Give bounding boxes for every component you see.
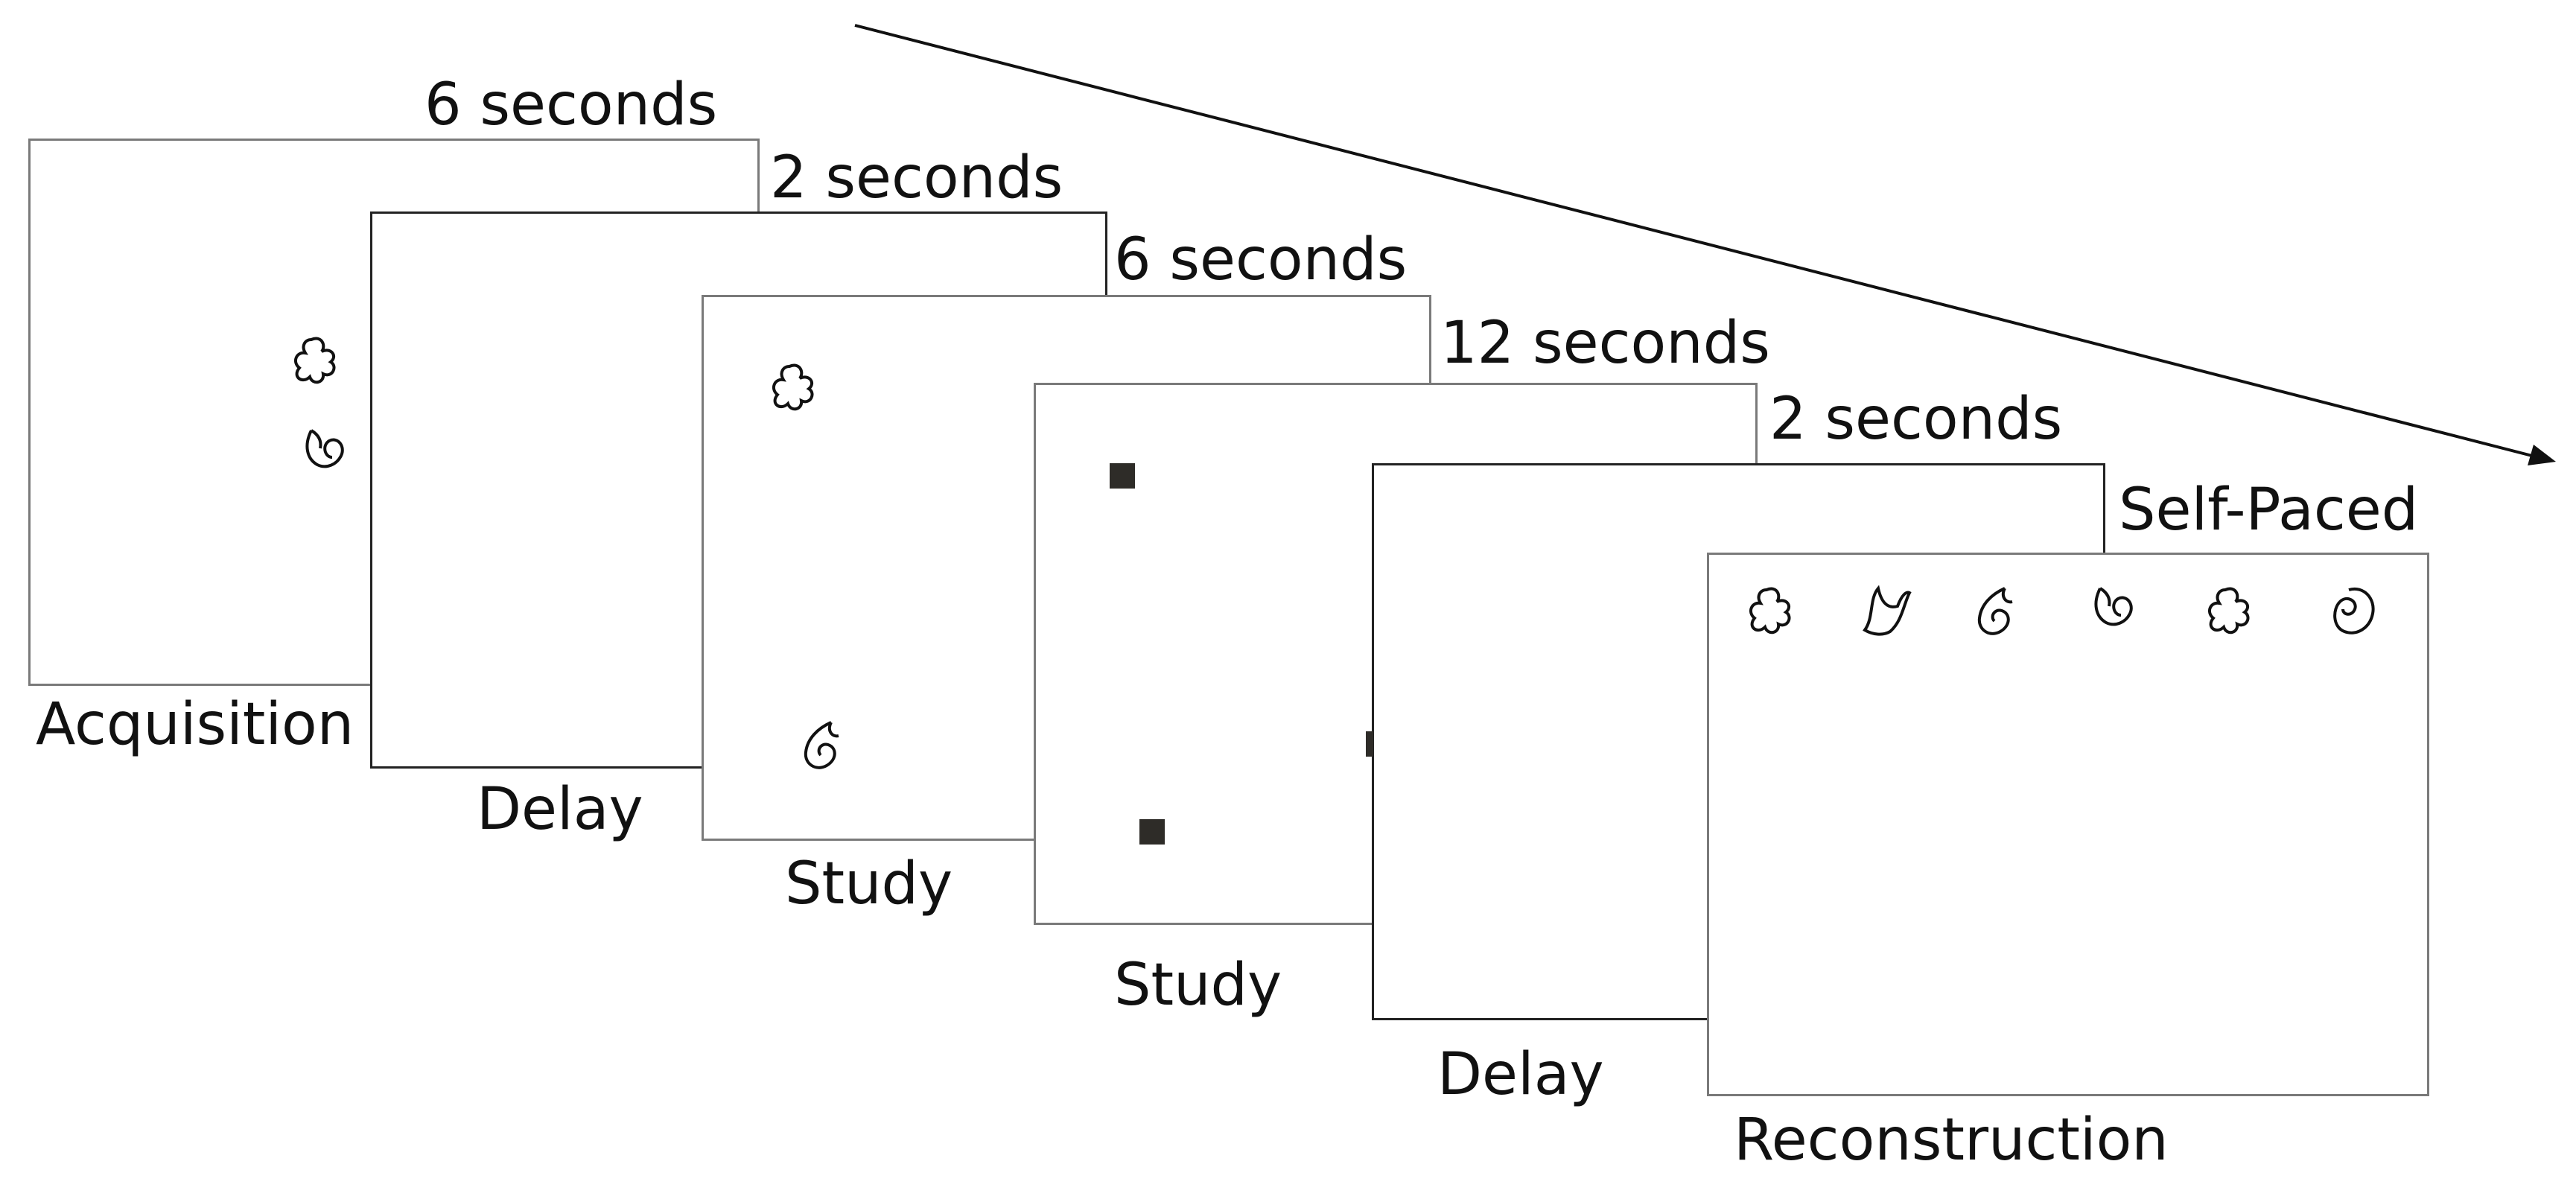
square-marker (1110, 463, 1135, 489)
duration-label-5: 2 seconds (1769, 386, 2063, 453)
phase-label-1: Acquisition (36, 691, 354, 758)
stimulus-blob-shape (293, 337, 336, 384)
phase-label-6: Reconstruction (1734, 1107, 2169, 1174)
time-arrow-line (854, 24, 2533, 457)
time-arrow-head (2528, 445, 2556, 465)
stimulus-blob-shape (772, 363, 814, 411)
duration-label-3: 6 seconds (1114, 226, 1408, 293)
stimulus-bird-shape (1863, 587, 1911, 636)
duration-label-4: 12 seconds (1440, 310, 1770, 377)
duration-label-1: 6 seconds (424, 71, 718, 139)
stimulus-blob-shape (2207, 587, 2250, 635)
phase-label-5: Delay (1437, 1041, 1604, 1108)
stimulus-curl-shape (804, 721, 840, 769)
stimulus-blob-shape (1749, 587, 1791, 635)
stimulus-hook-shape (2094, 587, 2133, 626)
square-marker (1139, 819, 1165, 845)
phase-label-4: Study (1114, 952, 1282, 1019)
duration-label-6: Self-Paced (2119, 477, 2419, 544)
stimulus-curl-shape (305, 429, 344, 468)
phase-label-3: Study (785, 850, 953, 917)
square-marker-partial (1366, 731, 1373, 757)
phase-label-2: Delay (477, 776, 643, 843)
duration-label-2: 2 seconds (770, 144, 1063, 212)
stimulus-curl-shape (1977, 587, 2014, 635)
frame-reconstruction (1707, 553, 2429, 1096)
stimulus-loop-shape (2333, 587, 2375, 635)
